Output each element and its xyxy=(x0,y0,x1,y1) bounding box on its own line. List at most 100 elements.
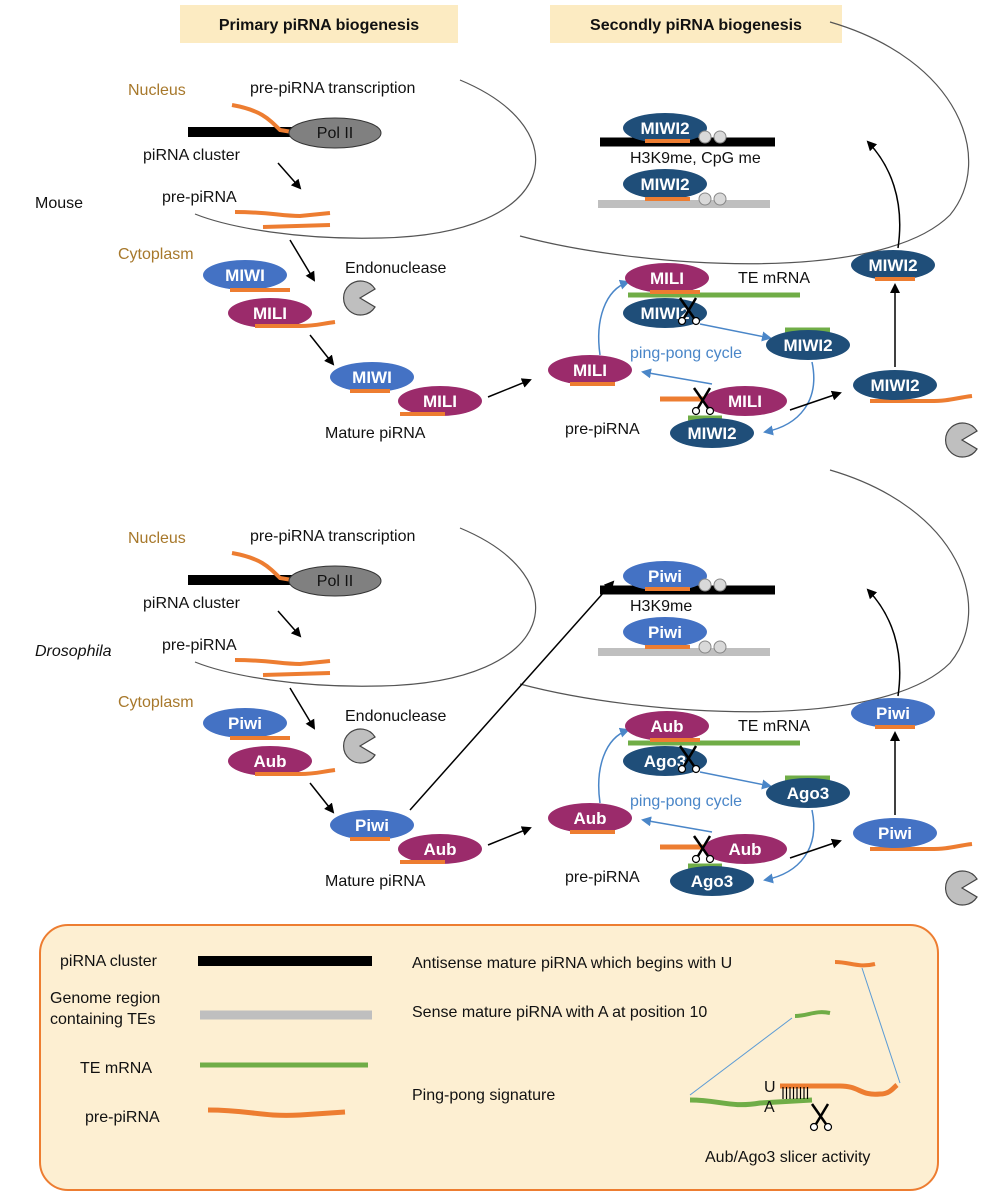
cycle-arrow xyxy=(699,771,772,790)
ping-pong-label: ping-pong cycle xyxy=(630,793,742,810)
arrow xyxy=(789,838,842,859)
ping-protein xyxy=(548,803,632,833)
protein-1-label: Piwi xyxy=(228,714,262,733)
mature-label: Mature piRNA xyxy=(325,425,426,442)
mature-protein-1-label: Piwi xyxy=(355,816,389,835)
endonuclease-icon xyxy=(944,870,978,906)
nuclear-protein-import-label: MIWI2 xyxy=(868,256,917,275)
ping-protein-label: MILI xyxy=(573,361,607,380)
mature-label: Mature piRNA xyxy=(325,873,426,890)
endonuclease-label: Endonuclease xyxy=(345,708,447,725)
nucleus-boundary-left xyxy=(194,79,537,239)
nucleus-label: Nucleus xyxy=(128,82,186,99)
ping-protein-top xyxy=(625,263,709,293)
signature-u: U xyxy=(764,1079,776,1096)
legend-genome-label-2: containing TEs xyxy=(50,1011,156,1028)
endonuclease-icon xyxy=(342,728,376,764)
legend-sense-label: Sense mature piRNA with A at position 10 xyxy=(412,1004,707,1021)
secondary-header: Secondly piRNA biogenesis xyxy=(590,17,802,34)
protein-2 xyxy=(228,746,312,776)
marks-label: H3K9me xyxy=(630,598,692,615)
prepirna-label: pre-piRNA xyxy=(162,189,237,206)
legend-signature-label: Ping-pong signature xyxy=(412,1087,555,1104)
ping-protein-bottom xyxy=(703,834,787,864)
nuclear-protein-import xyxy=(851,698,935,728)
prepirna2-label: pre-piRNA xyxy=(565,421,640,438)
mature-protein-1-label: MIWI xyxy=(352,368,392,387)
arrow xyxy=(277,610,302,638)
mature-protein-2-label: Aub xyxy=(423,840,456,859)
methylation-mark xyxy=(698,578,712,592)
pong-protein-right xyxy=(766,330,850,360)
marks-label: H3K9me, CpG me xyxy=(630,150,761,167)
pong-protein-right-label: Ago3 xyxy=(787,784,830,803)
pirna xyxy=(255,320,336,328)
endonuclease-label: Endonuclease xyxy=(345,260,447,277)
prepirna-label: pre-piRNA xyxy=(162,637,237,654)
cytoplasm-label: Cytoplasm xyxy=(118,694,194,711)
pong-protein-right-label: MIWI2 xyxy=(783,336,832,355)
endonuclease-icon xyxy=(944,422,978,458)
pre-pirna-strand xyxy=(234,210,331,219)
nascent-transcript xyxy=(231,103,293,134)
legend-antisense-line xyxy=(834,960,876,968)
ping-protein-bottom-label: MILI xyxy=(728,392,762,411)
methylation-mark xyxy=(713,578,727,592)
protein-2-label: Aub xyxy=(253,752,286,771)
nuclear-protein xyxy=(853,370,937,400)
mature-protein-1 xyxy=(330,810,414,840)
scissors-icon xyxy=(691,387,715,416)
pol-ii-label: Pol II xyxy=(317,125,353,142)
nuclear-protein-import-label: Piwi xyxy=(876,704,910,723)
pong-protein-bottom-label: Ago3 xyxy=(691,872,734,891)
cluster-label: piRNA cluster xyxy=(143,147,241,164)
transcription-label: pre-piRNA transcription xyxy=(250,80,415,97)
legend-genome-label: Genome region xyxy=(50,990,160,1007)
connector-line xyxy=(861,967,901,1084)
arrow xyxy=(277,162,302,190)
pirna xyxy=(255,768,336,776)
pre-pirna-strand xyxy=(262,223,331,229)
signature-sense xyxy=(689,1097,813,1108)
signature-antisense xyxy=(780,1083,899,1097)
ping-protein-bottom-label: Aub xyxy=(728,840,761,859)
mature-protein-2-label: MILI xyxy=(423,392,457,411)
cycle-arrow xyxy=(763,809,815,884)
prepirna2-label: pre-piRNA xyxy=(565,869,640,886)
cycle-arrow xyxy=(598,279,630,356)
nuclear-protein-silencing-label: Piwi xyxy=(648,567,682,586)
legend-box xyxy=(39,924,939,1191)
ping-protein-top xyxy=(625,711,709,741)
cytoplasm-label: Cytoplasm xyxy=(118,246,194,263)
cycle-arrow xyxy=(598,727,630,804)
nuclear-protein-import xyxy=(851,250,935,280)
secondary-header-box xyxy=(550,5,842,43)
endonuclease-icon xyxy=(342,280,376,316)
methylation-mark xyxy=(698,640,712,654)
protein-1 xyxy=(203,708,287,738)
pirna-tail xyxy=(870,394,973,403)
pong-protein-right xyxy=(766,778,850,808)
te-mrna-label: TE mRNA xyxy=(738,718,810,735)
arrow xyxy=(866,588,901,697)
nuclear-protein-silencing xyxy=(623,113,707,143)
ping-protein-label: Aub xyxy=(573,809,606,828)
arrow xyxy=(487,378,532,398)
mature-protein-2 xyxy=(398,834,482,864)
arrow xyxy=(866,140,901,249)
nuclear-protein xyxy=(853,818,937,848)
nuclear-protein-silencing-2-label: MIWI2 xyxy=(640,175,689,194)
legend-te-label: TE mRNA xyxy=(80,1060,152,1077)
legend-antisense-label: Antisense mature piRNA which begins with… xyxy=(412,955,732,972)
pirna-tail xyxy=(870,842,973,851)
nascent-transcript xyxy=(231,551,293,582)
legend-sense-line xyxy=(794,1010,831,1018)
legend-cluster-label: piRNA cluster xyxy=(60,953,158,970)
species-label: Mouse xyxy=(35,195,83,212)
primary-header: Primary piRNA biogenesis xyxy=(219,17,419,34)
cycle-arrow xyxy=(641,368,713,385)
pre-pirna-strand xyxy=(262,671,331,677)
